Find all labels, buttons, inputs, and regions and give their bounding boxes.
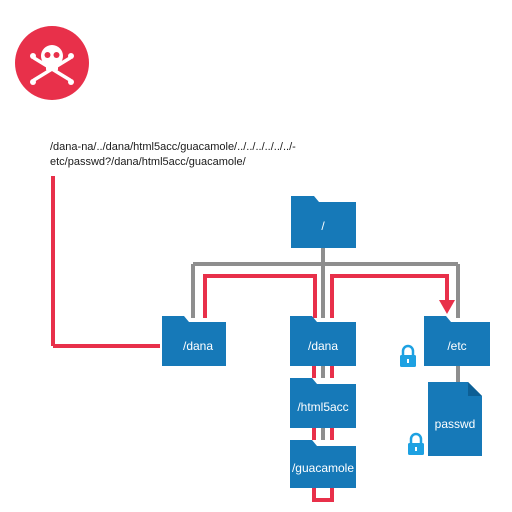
exploit-path-line-1: /dana-na/../dana/html5acc/guacamole/../.… — [50, 141, 296, 153]
document-corner-fold — [468, 382, 482, 396]
folder-icon — [291, 196, 356, 248]
attack-path-dana-left-to-dana-middle — [203, 274, 317, 318]
exploit-badge — [15, 26, 89, 100]
folder-dana-left-label: /dana — [183, 339, 213, 353]
folder-dana-left[interactable]: /dana — [162, 316, 226, 366]
folder-guacamole-label: /guacamole — [292, 461, 354, 475]
folder-html5acc[interactable]: /html5acc — [290, 378, 356, 428]
attack-path-to-etc — [330, 274, 449, 318]
folder-html5acc-label: /html5acc — [297, 400, 348, 414]
folder-etc[interactable]: /etc — [424, 316, 490, 366]
folder-icon — [290, 440, 356, 488]
folder-dana-middle-label: /dana — [308, 339, 338, 353]
lock-icon — [408, 432, 424, 455]
document-icon — [428, 382, 482, 456]
directory-tree-connectors — [191, 248, 460, 440]
skull-crossbones-icon — [30, 45, 74, 85]
folder-etc-label: /etc — [447, 339, 466, 353]
attack-path-guacamole-bottom — [312, 488, 334, 502]
folder-icon — [290, 316, 356, 366]
folder-icon — [290, 378, 356, 428]
lock-icon — [400, 344, 416, 367]
folder-guacamole[interactable]: /guacamole — [290, 440, 356, 488]
folder-dana-middle[interactable]: /dana — [290, 316, 356, 366]
attack-traversal-path — [51, 176, 449, 502]
folder-icon — [162, 316, 226, 366]
exploit-path-line-2: etc/passwd?/dana/html5acc/guacamole/ — [50, 156, 247, 168]
file-passwd[interactable]: passwd — [428, 382, 482, 456]
attack-arrowhead — [439, 300, 455, 314]
file-passwd-label: passwd — [435, 417, 476, 431]
folder-root-label: / — [321, 219, 325, 233]
folder-icon — [424, 316, 490, 366]
folder-root[interactable]: / — [291, 196, 356, 248]
